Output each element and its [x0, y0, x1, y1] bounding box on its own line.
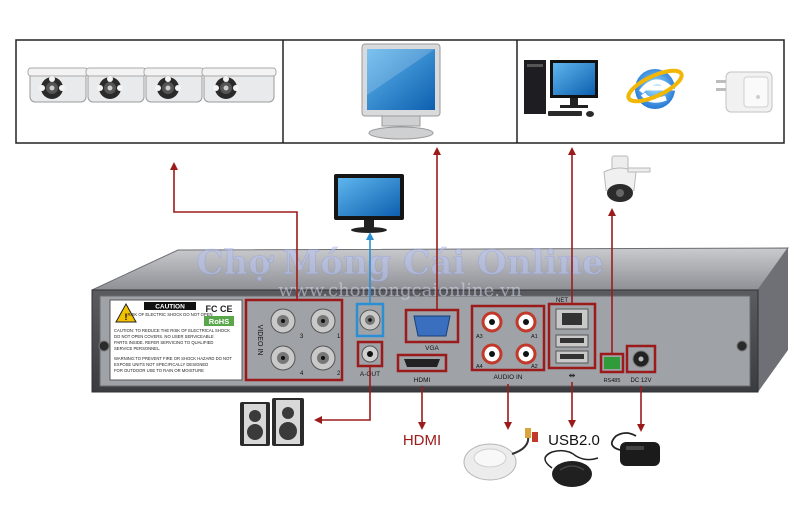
caution-line: CAUTION: TO REDUCE THE RISK OF ELECTRICA…: [114, 328, 230, 333]
audio-port-number: A1: [531, 334, 538, 340]
bnc-port-icon: [270, 345, 296, 371]
vga-monitor-icon: [361, 43, 441, 140]
camera-icon: [27, 67, 89, 103]
caution-line: WARNING:TO PREVENT FIRE OR SHOCK HAZARD …: [114, 356, 232, 361]
bnc-port-icon: [270, 308, 296, 334]
camera-icon: [201, 67, 277, 103]
caution-subtitle: RISK OF ELECTRIC SHOCK DO NOT OPEN: [127, 312, 212, 317]
warning-triangle-icon: [115, 302, 137, 323]
usb-symbol-icon: ⇹: [569, 371, 576, 380]
camera-icon: [85, 67, 147, 103]
dc-power-port: DC 12V: [625, 344, 657, 384]
audio-port-number: A3: [476, 334, 483, 340]
mouse-icon: [544, 449, 599, 487]
cvbs-monitor-icon: [334, 174, 404, 233]
video-in-ports: VIDEO IN 3 1 4 2: [244, 298, 344, 382]
bnc-number: 4: [300, 371, 304, 377]
hdmi-output-label: HDMI: [403, 432, 441, 449]
rohs-mark: RoHS: [209, 317, 229, 326]
audio-in-ports: A3 A1 A4 A2 AUDIO IN: [470, 304, 546, 381]
bullet-cameras: [27, 67, 277, 103]
arrow-audio-out-to-speakers: [314, 366, 371, 424]
microphone-icon: [463, 428, 538, 481]
rs485-port: RS485: [599, 352, 625, 384]
usb-output-label: USB2.0: [548, 432, 600, 449]
dc-label: DC 12V: [630, 378, 651, 384]
router-icon: [716, 71, 773, 113]
vga-port: VGA: [404, 308, 460, 352]
rs485-label: RS485: [604, 378, 621, 384]
caution-line: EXPOSE UNITS NOT SPECIFICALLY DESIGNED: [114, 362, 208, 367]
bnc-number: 3: [300, 334, 304, 340]
audio-port-number: A2: [531, 364, 538, 370]
bnc-port-icon: [310, 345, 336, 371]
watermark-url: www.chomongcaionline.vn: [278, 280, 522, 301]
internet-explorer-icon: [626, 68, 684, 109]
connection-lines: [170, 147, 645, 432]
desktop-pc-icon: [524, 60, 598, 117]
fcc-ce-mark: FC CE: [206, 304, 233, 314]
audio-port-number: A4: [476, 364, 483, 370]
arrow-video-in-to-cameras: [170, 162, 298, 300]
svg-text:!: !: [125, 312, 128, 322]
net-label: NET: [556, 298, 568, 304]
watermark-main: Chợ Móng Cái Online: [196, 243, 603, 283]
caution-label: ! CAUTION RISK OF ELECTRIC SHOCK DO NOT …: [109, 299, 243, 381]
screw-icon: [98, 340, 110, 352]
caution-line: SERVICE PERSONNEL.: [114, 346, 160, 351]
net-usb-ports: NET ⇹: [547, 298, 597, 380]
caution-line: DO NOT OPEN COVERS. NO USER SERVICEABLE: [114, 334, 214, 339]
caution-line: FOR OUTDOOR USE TO RAIN OR MOISTURE: [114, 368, 204, 373]
camera-icon: [143, 67, 205, 103]
ptz-camera-icon: [603, 155, 651, 202]
audio-in-label: AUDIO IN: [494, 374, 523, 381]
video-in-label: VIDEO IN: [256, 325, 263, 356]
vga-label: VGA: [425, 345, 439, 352]
bnc-number: 1: [337, 334, 341, 340]
caution-title: CAUTION: [155, 304, 185, 311]
power-adapter-icon: [610, 432, 660, 466]
screw-icon: [736, 340, 748, 352]
bnc-number: 2: [337, 371, 341, 377]
bnc-port-icon: [310, 308, 336, 334]
caution-line: PARTS INSIDE. REFER SERVICING TO QUALIFI…: [114, 340, 213, 345]
hdmi-port: HDMI: [396, 353, 448, 384]
watermark: Chợ Móng Cái Online www.chomongcaionline…: [196, 243, 604, 301]
speakers-icon: [240, 398, 304, 446]
hdmi-port-label: HDMI: [414, 377, 431, 384]
